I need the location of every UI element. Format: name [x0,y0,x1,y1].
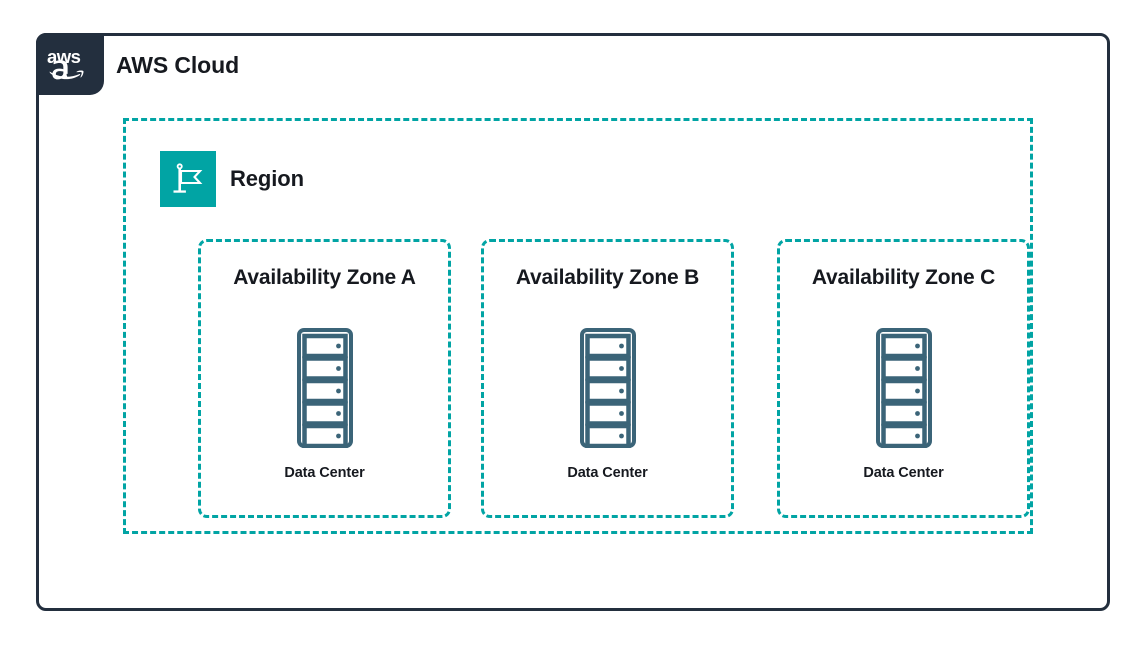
region-title: Region [230,166,304,191]
svg-text:aws: aws [47,47,81,67]
data-center-c: Data Center [780,328,1027,481]
aws-logo-icon: aws [36,33,104,95]
data-center-a: Data Center [201,328,448,481]
availability-zone-c-title: Availability Zone C [811,266,996,289]
data-center-b-label: Data Center [567,465,648,481]
aws-cloud-container: aws AWS Cloud [36,33,1110,611]
availability-zone-row: Availability Zone A [126,121,1030,531]
availability-zone-a: Availability Zone A [198,239,451,518]
data-center-a-label: Data Center [284,465,365,481]
server-rack-icon [296,328,353,448]
aws-cloud-title: AWS Cloud [116,51,240,78]
server-rack-icon [579,328,636,448]
availability-zone-b-title: Availability Zone B [515,266,700,289]
region-container: Region Availability Zone A [123,118,1033,534]
region-flag-icon [160,151,216,207]
data-center-b: Data Center [484,328,731,481]
availability-zone-b: Availability Zone B [481,239,734,518]
data-center-c-label: Data Center [863,465,944,481]
availability-zone-c: Availability Zone C [777,239,1030,518]
availability-zone-a-title: Availability Zone A [233,266,416,289]
server-rack-icon [875,328,932,448]
